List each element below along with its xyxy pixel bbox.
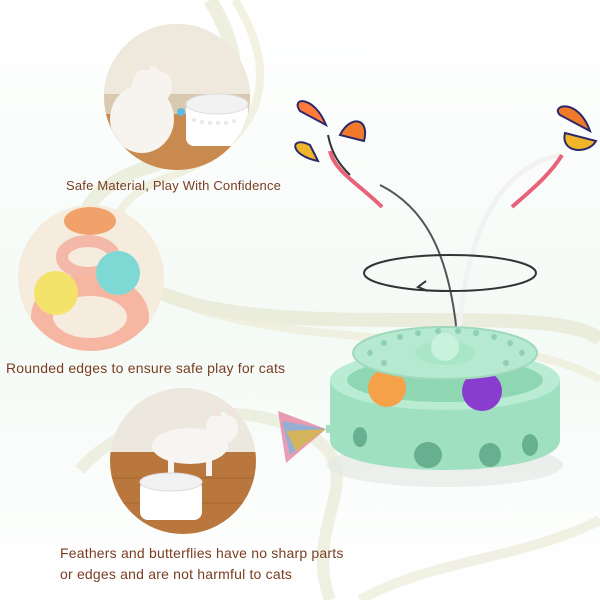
cat-playing-photo-icon <box>104 24 250 170</box>
butterfly-left-icon <box>294 100 384 209</box>
feather-tassel-icon <box>278 411 342 463</box>
feature-caption-1: Safe Material, Play With Confidence <box>66 178 282 193</box>
rotation-arrow-icon <box>363 254 537 292</box>
feature-photo-cat-playing <box>104 24 250 170</box>
feature-caption-2: Rounded edges to ensure safe play for ca… <box>6 360 286 376</box>
cat-with-toy-photo-icon <box>110 388 256 534</box>
product-icon <box>278 100 598 487</box>
feature-photo-cat-with-toy <box>110 388 256 534</box>
feature-photo-rounded-track <box>18 205 164 351</box>
feature-caption-3-line-1: Feathers and butterflies have no sharp p… <box>60 545 344 561</box>
feature-caption-3-line-2: or edges and are not harmful to cats <box>60 566 293 582</box>
cat-toy-turntable-illustration <box>260 95 600 515</box>
rounded-track-photo-icon <box>18 205 164 351</box>
butterfly-right-icon <box>510 105 598 209</box>
